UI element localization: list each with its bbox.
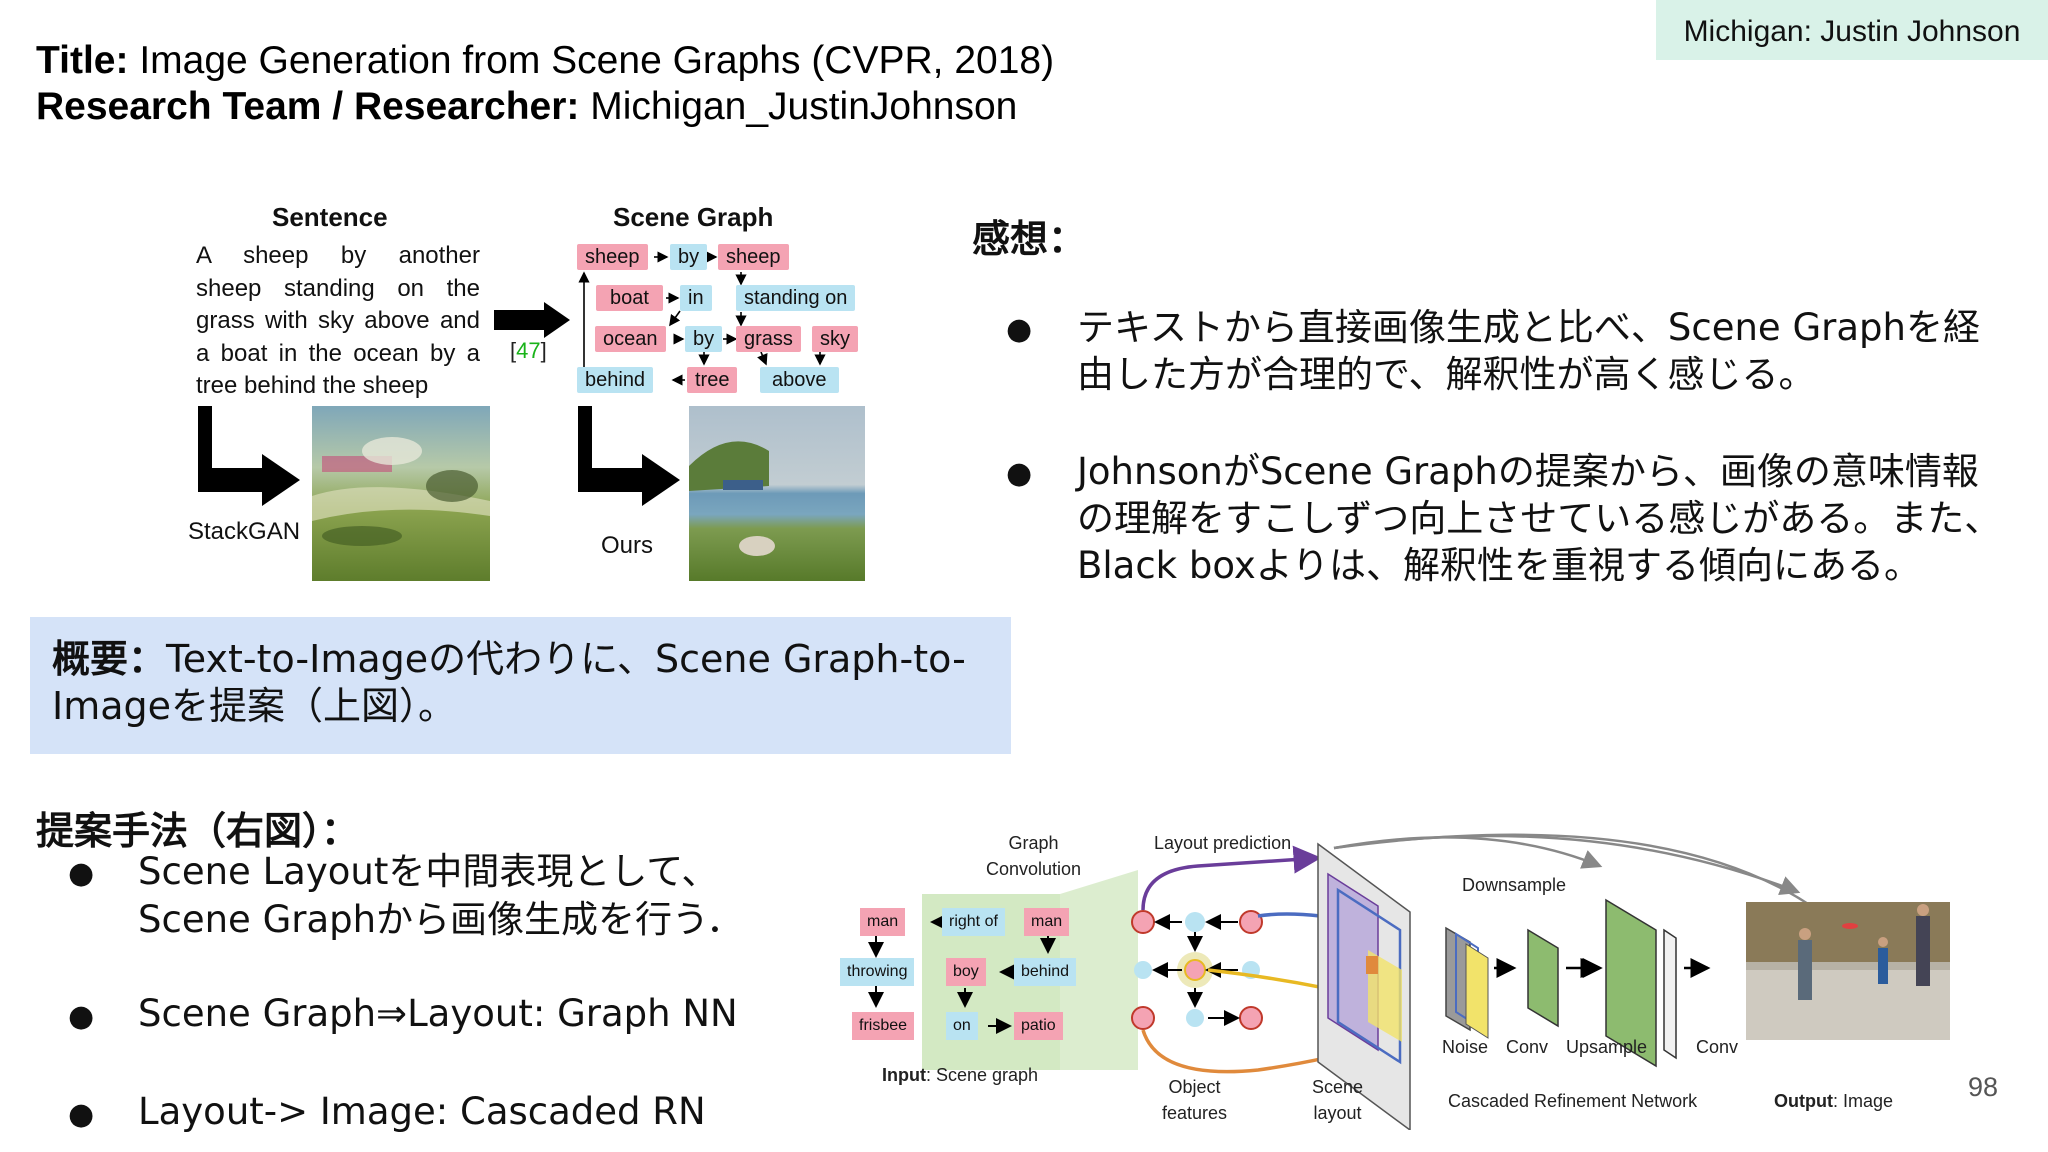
sg-node-sheep: sheep [577, 244, 648, 270]
title-line: Title: Image Generation from Scene Graph… [36, 38, 1054, 84]
sg-node-tree: tree [687, 367, 738, 393]
scene-graph-edges [578, 251, 826, 386]
method-bullet-1-line-2: Scene Graphから画像生成を行う． [138, 898, 744, 941]
bullet-icon: ● [1006, 456, 1033, 491]
scene-graph: sheep by sheep boat in standing on ocean… [570, 240, 870, 400]
sg-node-ocean: ocean [595, 326, 666, 352]
page-number: 98 [1968, 1072, 1999, 1102]
caption-ours: Ours [601, 532, 654, 559]
arch-node-patio: patio [1014, 1012, 1063, 1040]
impression-bullet-1: テキストから直接画像生成と比べ、Scene Graphを経由した方が合理的で、解… [1077, 306, 1980, 396]
arch-node-right-of: right of [942, 908, 1005, 936]
input-label: Input: Scene graph [882, 1065, 1039, 1085]
sentence-text: A sheep by another sheep standing on the… [196, 240, 480, 403]
arch-node-behind: behind [1014, 958, 1077, 986]
method-bullet-1-line-1: Scene Layoutを中間表現として、 [138, 850, 719, 893]
team-value: Michigan_JustinJohnson [590, 85, 1018, 128]
bullet-icon: ● [68, 1097, 95, 1132]
sg-node-above: above [760, 367, 839, 393]
summary-box [30, 617, 1011, 754]
sentence-line: tree behind the sheep [196, 372, 429, 399]
sg-node-sheep: sheep [718, 244, 789, 270]
arch-node-frisbee: frisbee [852, 1012, 915, 1040]
architecture-figure: man right of man throwing boy behind fri… [838, 830, 1972, 1130]
summary-body: Text-to-Imageの代わりに、Scene Graph-to-Imageを… [52, 637, 966, 728]
scene-graph-heading: Scene Graph [613, 202, 774, 232]
ours-output-image [689, 406, 865, 581]
conv-label: Conv [1696, 1037, 1739, 1057]
method-bullet-3: Layout-> Image: Cascaded RN [138, 1090, 706, 1133]
crn-label: Cascaded Refinement Network [1448, 1091, 1698, 1111]
downsample-label: Downsample [1462, 875, 1567, 895]
stackgan-output-image [312, 406, 490, 581]
output-label: Output: Image [1774, 1091, 1894, 1111]
sg-node-in: in [680, 285, 712, 311]
caption-stackgan: StackGAN [188, 518, 301, 545]
sg-node-by: by [685, 326, 723, 352]
stackgan-arrow [198, 406, 300, 506]
sg-node-standing-on: standing on [736, 285, 856, 311]
citation: [47] [510, 338, 547, 363]
sentence-to-graph-arrow [494, 302, 570, 338]
summary-label: 概要： [52, 637, 167, 681]
arch-node-man: man [860, 908, 906, 936]
sg-node-behind: behind [577, 367, 654, 393]
method-bullet-2: Scene Graph⇒Layout: Graph NN [138, 992, 738, 1035]
sg-node-boat: boat [596, 285, 663, 311]
bullet-icon: ● [68, 999, 95, 1034]
arch-node-boy: boy [946, 958, 986, 986]
arch-node-man: man [1024, 908, 1070, 936]
sg-node-by: by [670, 244, 708, 270]
layout-prediction-label: Layout prediction [1154, 833, 1292, 853]
impression-bullet-2: JohnsonがScene Graphの提案から、画像の意味情報の理解をすこしず… [1077, 450, 2002, 587]
upsample-label: Upsample [1566, 1037, 1648, 1057]
sg-node-sky: sky [812, 326, 858, 352]
arch-node-throwing: throwing [840, 958, 915, 986]
summary-text: 概要：Text-to-Imageの代わりに、Scene Graph-to-Ima… [52, 636, 1002, 730]
bullet-icon: ● [68, 856, 95, 891]
conv-label: Conv [1506, 1037, 1549, 1057]
team-line: Research Team / Researcher: Michigan_Jus… [36, 84, 1054, 130]
author-tag: Michigan: Justin Johnson [1656, 0, 2048, 60]
sentence-line: A sheep by another [196, 242, 480, 269]
ours-arrow [578, 406, 680, 506]
sg-node-grass: grass [736, 326, 801, 352]
sentence-line: grass with sky above and [196, 307, 480, 334]
sentence-heading: Sentence [272, 202, 388, 232]
citation-number: 47 [516, 338, 541, 363]
arch-node-on: on [946, 1012, 978, 1040]
title-value: Image Generation from Scene Graphs (CVPR… [139, 39, 1055, 82]
sentence-line: a boat in the ocean by a [196, 339, 480, 367]
team-label: Research Team / Researcher: [36, 85, 580, 128]
impressions-heading: 感想： [972, 217, 1087, 261]
title-label: Title: [36, 39, 129, 82]
title-block: Title: Image Generation from Scene Graph… [36, 38, 1054, 130]
sentence-line: sheep standing on the [196, 274, 480, 302]
method-heading: 提案手法（右図）： [36, 809, 360, 853]
noise-label: Noise [1442, 1037, 1489, 1057]
bullet-icon: ● [1006, 312, 1033, 347]
